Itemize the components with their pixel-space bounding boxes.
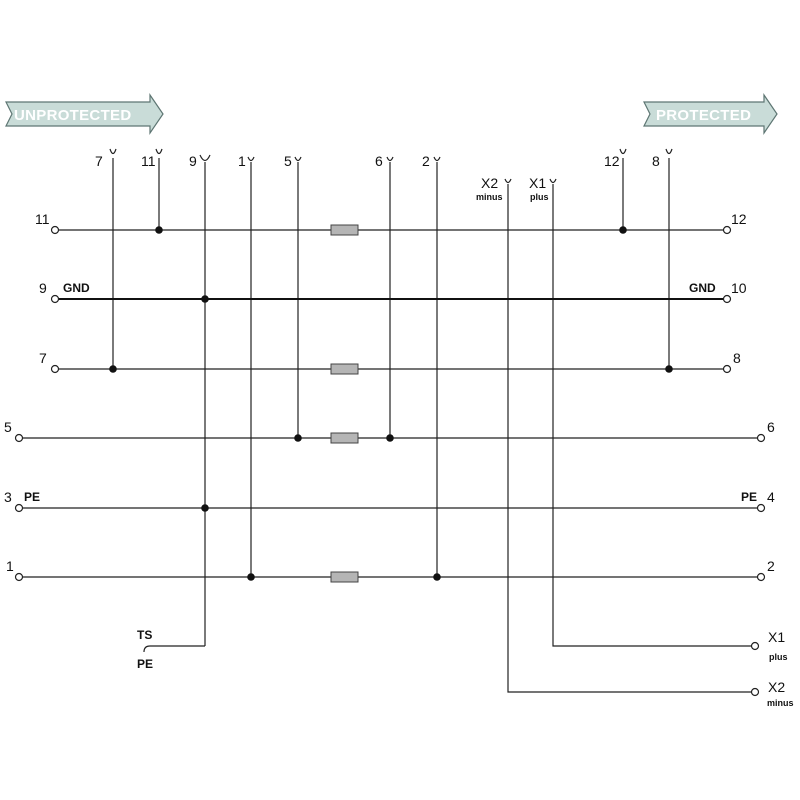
fork-pin1 xyxy=(247,156,255,162)
row-label-3: 3 xyxy=(4,489,12,505)
junction-9-pe xyxy=(201,504,209,512)
top-pin-2: 2 xyxy=(422,153,430,169)
terminal-7 xyxy=(50,364,60,374)
junction-5 xyxy=(294,434,302,442)
row-tag-gnd-right: GND xyxy=(689,281,716,295)
fuse-5-6 xyxy=(330,432,359,444)
fork-x1 xyxy=(549,178,557,184)
row-tag-pe-right: PE xyxy=(741,490,757,504)
fork-pin5 xyxy=(294,156,302,162)
row-3-4: 3 PE PE 4 xyxy=(4,489,775,513)
terminal-11 xyxy=(50,225,60,235)
fuse-1-2 xyxy=(330,571,359,583)
row-label-6: 6 xyxy=(767,419,775,435)
row-tag-pe-left: PE xyxy=(24,490,40,504)
junction-dots xyxy=(109,226,673,581)
unprotected-arrow-shape xyxy=(5,93,164,135)
row-label-7: 7 xyxy=(39,350,47,366)
row-label-11: 11 xyxy=(35,211,50,227)
x1-terminal: X1 plus xyxy=(750,629,788,662)
fork-pin7 xyxy=(109,148,117,155)
row-1-2: 1 2 xyxy=(6,558,775,583)
top-pin-8: 8 xyxy=(652,153,660,169)
fuse-11-12 xyxy=(330,224,359,236)
top-pin-forks xyxy=(109,148,673,184)
x2-sub-label: minus xyxy=(767,698,794,708)
protected-arrow-shape xyxy=(643,93,778,135)
terminal-6 xyxy=(756,433,766,443)
top-pin-11: 11 xyxy=(141,153,156,169)
fork-pin12 xyxy=(619,148,627,155)
row-label-12: 12 xyxy=(731,211,747,227)
terminal-9 xyxy=(50,294,60,304)
junction-6 xyxy=(386,434,394,442)
ts-pe-terminal: TS PE xyxy=(137,628,158,671)
top-pin-labels: 7 11 9 1 5 6 2 X2 minus X1 plus 12 8 xyxy=(95,153,660,202)
row-label-8: 8 xyxy=(733,350,741,366)
vertical-wires xyxy=(112,158,752,693)
ts-pe-hook xyxy=(143,645,158,653)
row-11-12: 11 12 xyxy=(35,211,747,236)
top-pin-12: 12 xyxy=(604,153,620,169)
wire-x2 xyxy=(507,184,752,693)
fork-pin6 xyxy=(386,156,394,162)
ts-label: TS xyxy=(137,628,152,642)
terminal-3 xyxy=(14,503,24,513)
row-tag-gnd-left: GND xyxy=(63,281,90,295)
terminal-2 xyxy=(756,572,766,582)
terminal-5 xyxy=(14,433,24,443)
terminal-x1 xyxy=(750,641,760,651)
row-label-1: 1 xyxy=(6,558,14,574)
junction-12 xyxy=(619,226,627,234)
protected-banner-label: PROTECTED xyxy=(656,107,751,124)
fork-pin2 xyxy=(433,156,441,162)
top-pin-9: 9 xyxy=(189,153,197,169)
x2-terminal: X2 minus xyxy=(750,679,794,708)
top-pin-x1: X1 xyxy=(529,175,546,191)
x2-label: X2 xyxy=(768,679,785,695)
terminal-1 xyxy=(14,572,24,582)
terminal-8 xyxy=(722,364,732,374)
junction-11 xyxy=(155,226,163,234)
top-pin-1: 1 xyxy=(238,153,246,169)
junction-9-gnd xyxy=(201,295,209,303)
wire-x1 xyxy=(552,184,752,647)
unprotected-banner: UNPROTECTED xyxy=(5,93,164,135)
junction-1 xyxy=(247,573,255,581)
terminal-10 xyxy=(722,294,732,304)
terminal-12 xyxy=(722,225,732,235)
protected-banner: PROTECTED xyxy=(643,93,778,135)
row-label-10: 10 xyxy=(731,280,747,296)
x1-sub-label: plus xyxy=(769,652,788,662)
pe-bottom-label: PE xyxy=(137,657,153,671)
row-label-9: 9 xyxy=(39,280,47,296)
top-pin-6: 6 xyxy=(375,153,383,169)
unprotected-banner-label: UNPROTECTED xyxy=(14,107,131,124)
fork-x2 xyxy=(504,178,512,184)
junction-2 xyxy=(433,573,441,581)
row-label-4: 4 xyxy=(767,489,775,505)
fork-pin9 xyxy=(199,154,211,162)
fork-pin8 xyxy=(665,148,673,155)
top-pin-x1-sub: plus xyxy=(530,192,549,202)
fork-pin11 xyxy=(155,148,163,155)
row-9-10: 9 GND GND 10 xyxy=(39,280,747,304)
row-label-2: 2 xyxy=(767,558,775,574)
top-pin-5: 5 xyxy=(284,153,292,169)
row-7-8: 7 8 xyxy=(39,350,741,375)
junction-8 xyxy=(665,365,673,373)
terminal-4 xyxy=(756,503,766,513)
row-label-5: 5 xyxy=(4,419,12,435)
junction-7 xyxy=(109,365,117,373)
x1-label: X1 xyxy=(768,629,785,645)
top-pin-x2: X2 xyxy=(481,175,498,191)
terminal-x2 xyxy=(750,687,760,697)
fuse-7-8 xyxy=(330,363,359,375)
top-pin-x2-sub: minus xyxy=(476,192,503,202)
top-pin-7: 7 xyxy=(95,153,103,169)
